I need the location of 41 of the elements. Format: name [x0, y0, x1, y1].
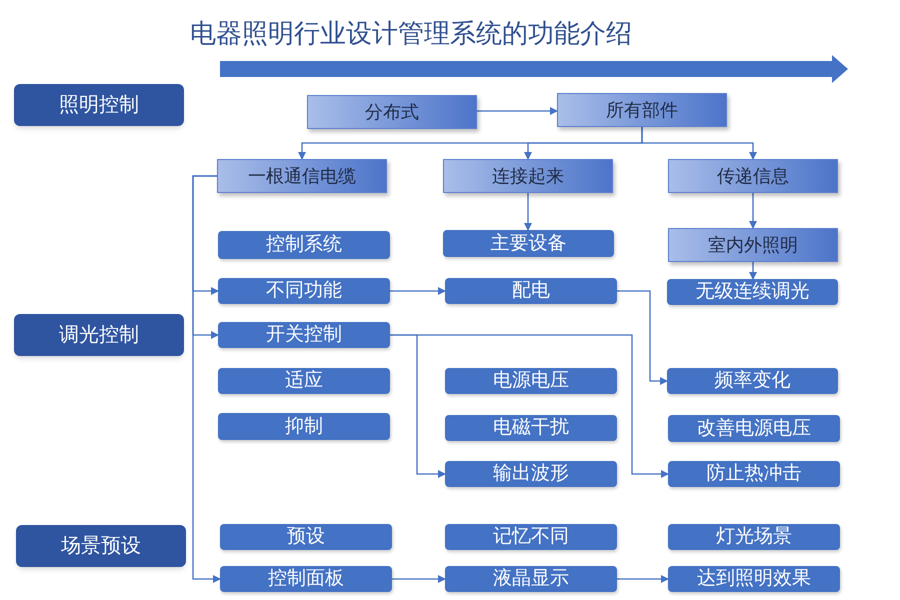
process-box: 连接起来 [443, 159, 613, 193]
process-box: 防止热冲击 [668, 461, 840, 487]
process-box: 开关控制 [218, 322, 390, 348]
process-box: 分布式 [307, 95, 477, 129]
process-box: 改善电源电压 [668, 415, 840, 442]
arrow [749, 262, 757, 280]
process-box: 液晶显示 [445, 566, 617, 592]
arrow [641, 127, 757, 160]
arrow [524, 193, 532, 231]
arrow [392, 575, 446, 583]
process-box: 传递信息 [668, 159, 838, 193]
category-box: 调光控制 [14, 314, 184, 356]
process-box: 电源电压 [445, 368, 617, 394]
process-box: 预设 [220, 524, 392, 550]
arrow [749, 193, 757, 229]
process-box: 不同功能 [218, 278, 390, 304]
process-box: 电磁干扰 [445, 415, 617, 441]
process-box: 频率变化 [667, 368, 838, 394]
process-box: 控制系统 [218, 231, 390, 259]
arrow [192, 175, 221, 583]
process-box: 无级连续调光 [667, 279, 838, 305]
process-box: 达到照明效果 [668, 566, 840, 592]
arrow [390, 287, 446, 295]
category-box: 场景预设 [16, 525, 186, 567]
arrow [617, 290, 668, 385]
process-box: 适应 [218, 368, 390, 394]
process-box: 灯光场景 [668, 524, 840, 550]
process-box: 配电 [445, 278, 617, 304]
category-box: 照明控制 [14, 84, 184, 126]
arrow [477, 107, 558, 115]
process-box: 记忆不同 [445, 524, 617, 550]
process-box: 室内外照明 [668, 228, 838, 262]
arrow [617, 575, 669, 583]
process-box: 输出波形 [445, 461, 617, 487]
arrow [390, 334, 669, 478]
diagram-title: 电器照明行业设计管理系统的功能介绍 [190, 17, 632, 50]
process-box: 抑制 [218, 413, 390, 440]
process-box: 控制面板 [220, 566, 392, 592]
process-box: 所有部件 [557, 93, 727, 127]
process-box: 一根通信电缆 [217, 159, 387, 193]
process-box: 主要设备 [443, 230, 614, 257]
